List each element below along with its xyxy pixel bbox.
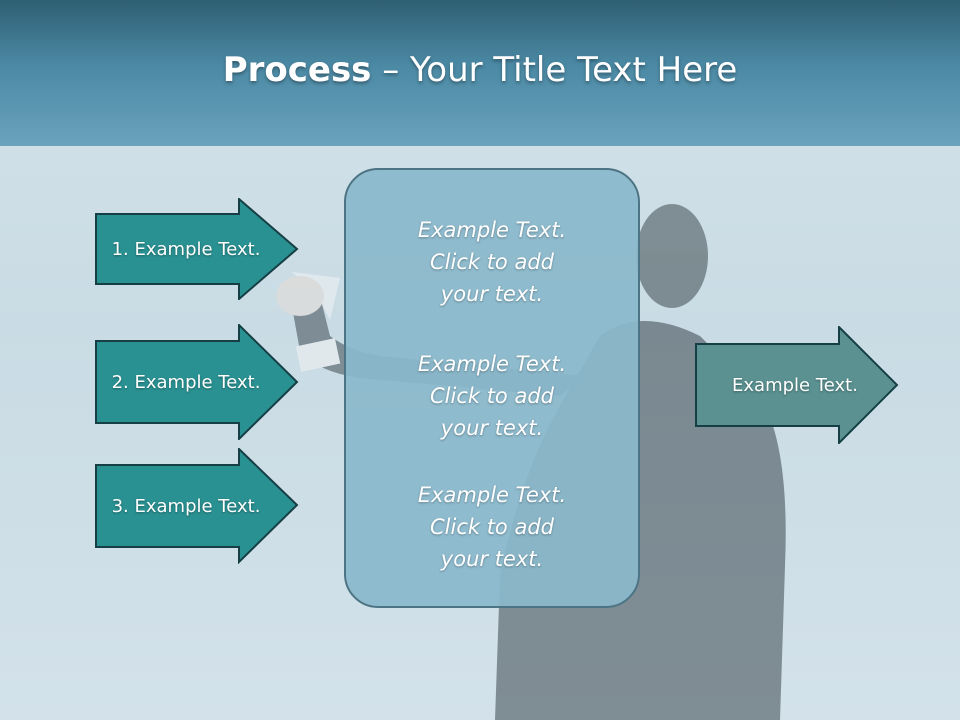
center-box-item-1: Example Text. Click to add your text.: [417, 218, 567, 306]
person-hand-shape: [276, 276, 324, 316]
center-box[interactable]: Example Text. Click to add your text. Ex…: [344, 168, 640, 608]
output-arrow[interactable]: Example Text.: [695, 326, 900, 444]
input-arrow-3[interactable]: 3. Example Text.: [95, 448, 300, 564]
person-head-shape: [636, 204, 708, 308]
title-rest-part: – Your Title Text Here: [371, 50, 738, 90]
output-arrow-shape: [695, 326, 899, 444]
shirt-cuff-shape: [295, 338, 341, 372]
output-arrow-label: Example Text.: [732, 374, 858, 396]
center-box-item-2: Example Text. Click to add your text.: [417, 352, 567, 440]
input-arrow-2-label: 2. Example Text.: [111, 371, 261, 393]
center-box-item-3: Example Text. Click to add your text.: [417, 483, 567, 571]
title-bold-part: Process: [222, 50, 372, 90]
input-arrow-1-label: 1. Example Text.: [111, 238, 261, 260]
input-arrow-3-shape: [95, 448, 299, 564]
input-arrow-1[interactable]: 1. Example Text.: [95, 198, 300, 300]
paper-plane-shape: [292, 272, 340, 320]
input-arrow-2-shape: [95, 324, 299, 440]
slide-title[interactable]: Process – Your Title Text Here: [0, 50, 960, 90]
input-arrow-2[interactable]: 2. Example Text.: [95, 324, 300, 440]
title-bar: Process – Your Title Text Here: [0, 0, 960, 146]
input-arrow-3-label: 3. Example Text.: [111, 495, 261, 517]
input-arrow-1-shape: [95, 198, 299, 300]
